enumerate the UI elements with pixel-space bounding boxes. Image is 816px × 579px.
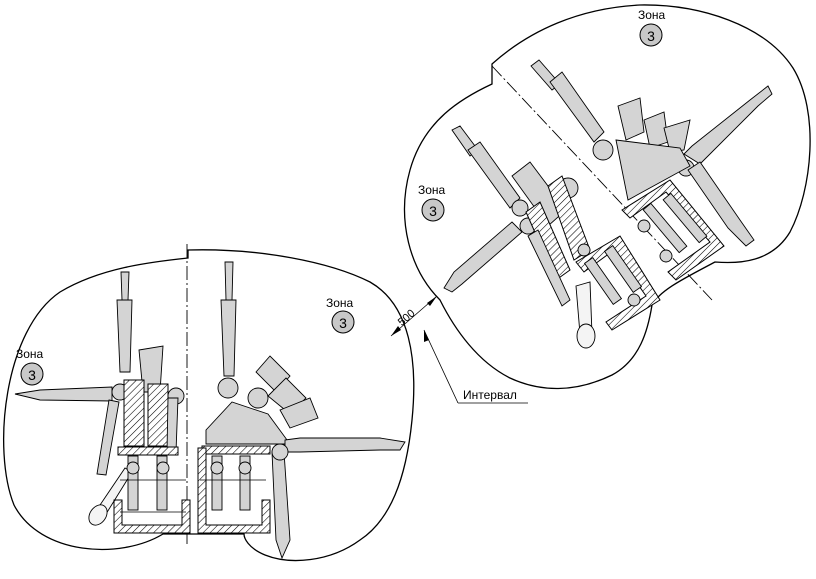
seat-column <box>642 202 688 254</box>
seat-column-2 <box>662 192 708 244</box>
seat-column-right <box>156 455 168 511</box>
left-zone-outline <box>2 249 415 562</box>
worker-torso <box>615 139 691 201</box>
zone-number: 3 <box>647 28 655 44</box>
knee-joint <box>210 461 224 475</box>
seat-plate <box>117 446 179 456</box>
zone-word: Зона <box>418 183 446 197</box>
shoulder-joint <box>511 199 529 217</box>
forearm-down-right <box>687 161 755 247</box>
worker-torso <box>205 401 291 445</box>
worker-fan-upper <box>617 97 645 141</box>
zone-word: Зона <box>16 347 44 361</box>
interval-dimension: 500 <box>390 295 438 337</box>
forearm-down-left <box>96 399 120 476</box>
callout-leader <box>423 329 459 404</box>
zone-label-top: Зона 3 <box>638 8 666 47</box>
reach-arm-left <box>443 221 523 293</box>
callout-arrow <box>424 330 429 342</box>
forearm-down-right <box>271 451 291 560</box>
zone-number: 3 <box>429 203 437 219</box>
zone-word: Зона <box>638 8 666 22</box>
reach-arm-up <box>224 261 234 301</box>
seat-column <box>583 257 623 305</box>
dimension-arrow-end <box>427 296 437 306</box>
forearm-down <box>527 229 571 307</box>
knee-joint <box>577 243 591 257</box>
zone-badge <box>639 23 663 47</box>
dimension-value: 500 <box>396 307 418 328</box>
knee-joint-right <box>659 249 673 263</box>
zone-number: 3 <box>28 367 36 383</box>
machine-base-right <box>197 447 271 534</box>
zone-label-right: Зона 3 <box>326 296 355 334</box>
seat-plate <box>201 445 271 455</box>
zone-label-left: Зона 3 <box>16 347 44 386</box>
zone-word: Зона <box>326 296 354 310</box>
seat-column-left <box>127 455 139 511</box>
zone-label-middle: Зона 3 <box>418 183 446 222</box>
shoulder-joint <box>592 139 614 161</box>
knee-joint-right <box>156 461 170 475</box>
elbow-joint <box>271 443 289 461</box>
interval-callout: Интервал <box>423 329 528 404</box>
left-workstation-pair: Зона 3 Зона 3 <box>2 244 415 562</box>
shoulder-joint-right <box>247 387 269 409</box>
zone-badge <box>421 198 445 222</box>
left-worker-left <box>14 271 191 534</box>
machine-base-left <box>113 499 191 534</box>
reach-arm-left <box>14 386 113 402</box>
knee-joint-right <box>627 293 641 307</box>
reach-arm-right <box>683 85 773 165</box>
control-lever-knob <box>576 323 596 349</box>
seat-column-2 <box>603 245 643 293</box>
shoulder-joint <box>217 377 239 399</box>
knee-joint <box>126 461 140 475</box>
forearm-down-right <box>166 397 179 453</box>
worker-fan-lower <box>663 119 691 153</box>
worker-torso-inner <box>147 383 169 447</box>
reach-arm-right <box>284 437 406 453</box>
zone-badge <box>20 362 44 386</box>
dimension-arrow-start <box>391 326 401 336</box>
reach-arm-up-segment <box>467 141 521 209</box>
right-center-line <box>491 65 713 301</box>
worker-torso-hatched <box>123 379 145 447</box>
seat-column-right <box>239 455 251 511</box>
right-workstation-pair: Зона 3 Зона 3 <box>403 4 811 390</box>
knee-joint <box>637 219 651 233</box>
seat-column-left <box>211 455 223 511</box>
reach-arm-up-segment <box>116 299 133 373</box>
right-worker-lower <box>443 125 661 349</box>
zone-number: 3 <box>339 315 347 331</box>
left-worker-right <box>197 261 406 560</box>
right-worker-upper <box>530 59 773 281</box>
right-zone-outline <box>403 4 811 390</box>
zone-badge <box>331 310 355 334</box>
callout-label: Интервал <box>463 388 517 402</box>
knee-joint-right <box>238 461 252 475</box>
worker-fan-lower <box>279 397 319 429</box>
reach-arm-up <box>120 271 130 301</box>
control-lever-knob <box>88 504 108 526</box>
reach-arm-up-segment <box>220 299 237 377</box>
machine-base <box>621 179 725 281</box>
reach-arm-up-segment <box>549 71 605 143</box>
